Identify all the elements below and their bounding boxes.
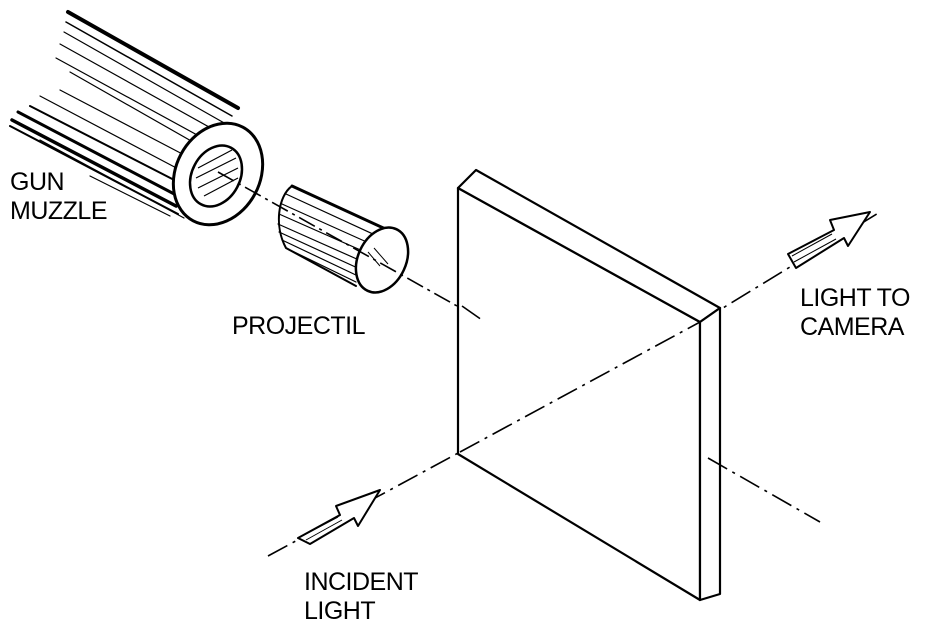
incident-light-label: INCIDENT LIGHT [304, 568, 419, 626]
muzzle-face [171, 121, 265, 227]
plate-side-edge [698, 306, 722, 602]
incident-light-label-line-1: INCIDENT [304, 568, 419, 596]
light-to-camera-label: LIGHT TO CAMERA [800, 284, 910, 342]
incident-light-arrow-icon [297, 489, 381, 545]
trajectory-line [217, 171, 483, 321]
projectile-body [277, 184, 394, 287]
gun-muzzle [9, 10, 265, 227]
light-to-camera-label-line-2: CAMERA [800, 313, 904, 341]
gun-muzzle-label-line-2: MUZZLE [10, 197, 108, 225]
axis-over-plate [459, 305, 701, 453]
screen-plate [456, 168, 722, 602]
projectile-label: PROJECTIL [232, 312, 366, 341]
projectile [277, 184, 410, 294]
exit-axis-line [707, 457, 821, 523]
incident-light-label-line-2: LIGHT [304, 597, 376, 625]
gun-muzzle-label-line-1: GUN [10, 168, 65, 196]
barrel-hatching [9, 10, 240, 219]
light-to-camera-arrow-icon [787, 211, 871, 269]
projectile-label-text: PROJECTIL [232, 312, 366, 340]
light-to-camera-label-line-1: LIGHT TO [800, 284, 910, 312]
projectile-nose [354, 226, 410, 294]
gun-muzzle-label: GUN MUZZLE [10, 168, 108, 226]
